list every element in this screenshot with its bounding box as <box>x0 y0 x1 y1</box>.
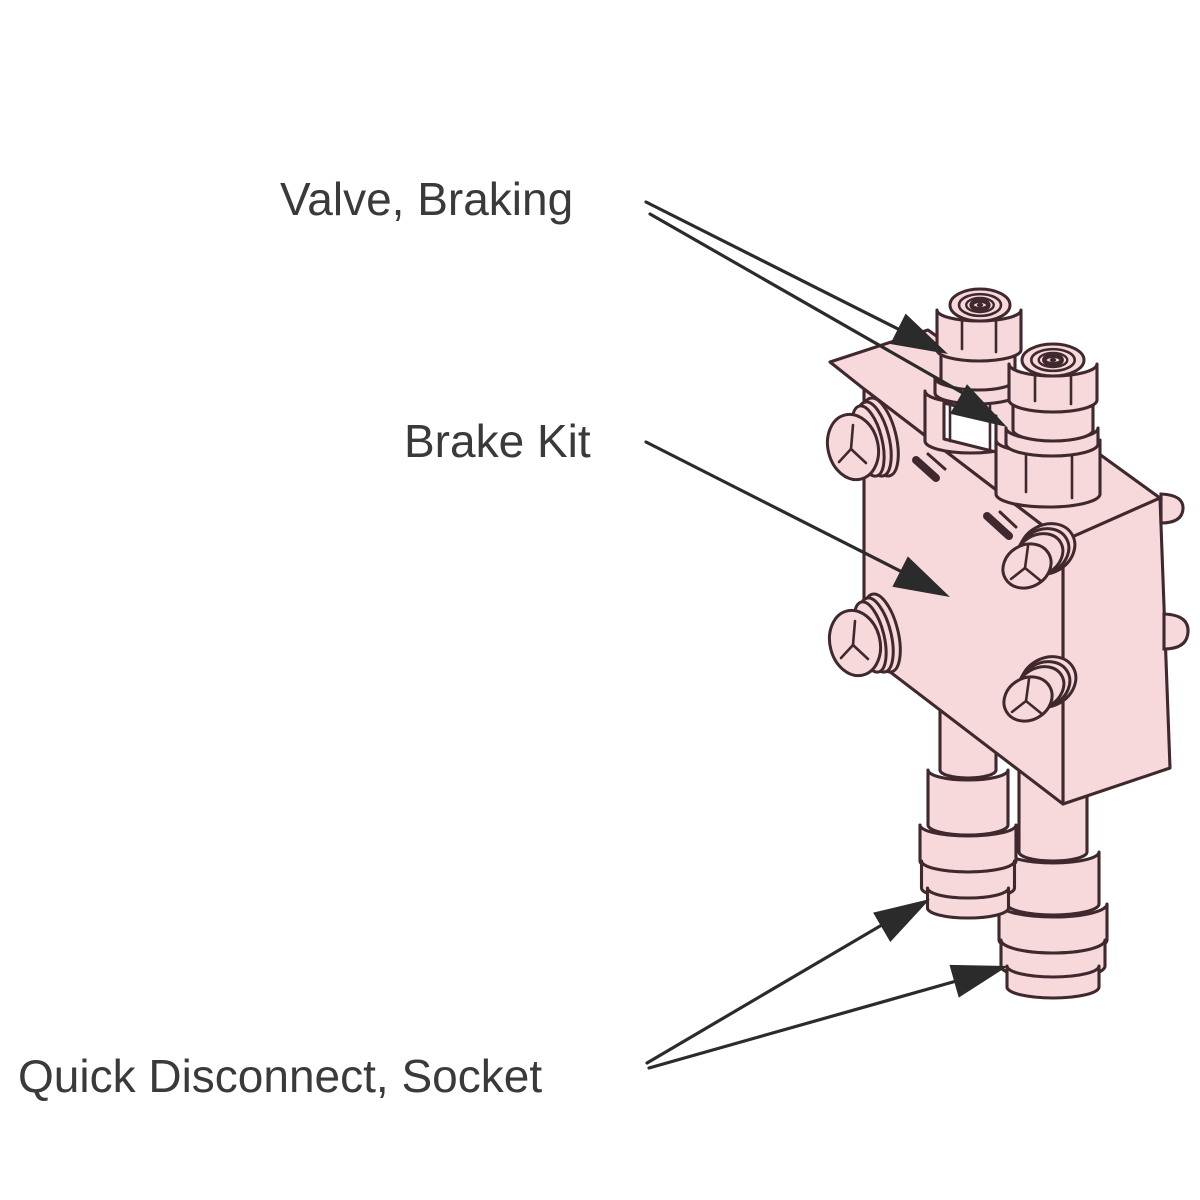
quick-disconnect-arrow-2 <box>647 964 1008 1070</box>
hex-plug-left-top <box>825 396 900 482</box>
hex-plug-front-top <box>1001 522 1077 590</box>
quick-disconnect-socket-right <box>997 758 1109 1000</box>
quick-disconnect-socket-label: Quick Disconnect, Socket <box>18 1050 542 1102</box>
port-marking-front <box>983 510 1018 540</box>
hex-plug-left-bottom <box>827 592 902 678</box>
valve-braking-label: Valve, Braking <box>280 173 573 225</box>
hex-plug-front-bottom <box>1002 655 1078 723</box>
valve-braking-arrow-2 <box>648 212 1007 427</box>
port-marking-top <box>912 452 947 482</box>
braking-valve-rear <box>994 342 1102 509</box>
quick-disconnect-arrow-1 <box>645 899 930 1065</box>
brake-kit-arrow <box>644 440 950 597</box>
brake-assembly-drawing <box>644 200 1190 1070</box>
brake-kit-label: Brake Kit <box>404 415 591 467</box>
valve-braking-arrow-1 <box>644 200 948 354</box>
